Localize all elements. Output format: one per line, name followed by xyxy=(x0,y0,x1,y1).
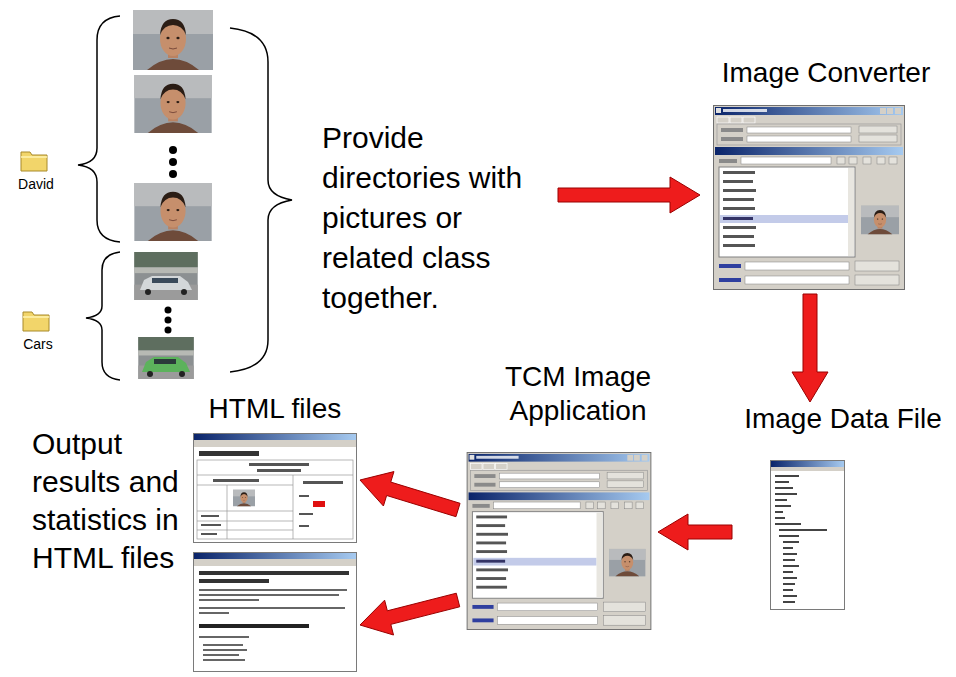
data-file-node: Image Data File xyxy=(732,402,954,614)
flow-arrow xyxy=(360,472,460,517)
car-photo xyxy=(145,289,151,295)
brace xyxy=(78,16,120,242)
step-text: Provide directories with pictures or rel… xyxy=(322,118,558,322)
step-text: Provide directories with pictures or rel… xyxy=(322,118,558,318)
ellipsis-dot xyxy=(165,327,172,334)
node-title: HTML files xyxy=(190,392,360,426)
html-output-node: HTML files xyxy=(190,392,360,674)
flow-arrow xyxy=(558,177,700,213)
ellipsis-dot xyxy=(169,146,177,154)
car-photo xyxy=(154,359,176,364)
flow-arrow xyxy=(360,593,460,635)
car-photo xyxy=(138,337,193,379)
car-photo xyxy=(179,371,185,377)
folder-icon xyxy=(21,152,47,171)
tcm-screenshot xyxy=(467,452,651,629)
converter-screenshot xyxy=(714,106,905,290)
photo-column xyxy=(133,10,213,379)
ellipsis-dot xyxy=(165,307,172,314)
car-photo xyxy=(142,357,190,372)
ellipsis-dot xyxy=(169,158,177,166)
brace xyxy=(230,28,292,372)
output-note: Output results and statistics in HTML fi… xyxy=(32,425,182,577)
car-photo xyxy=(140,276,192,290)
converter-node: Image Converter xyxy=(700,56,952,294)
car-photo xyxy=(147,371,153,377)
ellipsis-dot xyxy=(165,317,172,324)
node-title: TCM Image Application xyxy=(498,360,658,428)
folder-label: David xyxy=(12,176,60,193)
flow-arrow xyxy=(658,514,732,550)
david-folder xyxy=(21,152,47,171)
cars-folder xyxy=(23,312,49,331)
car-photo xyxy=(181,289,187,295)
ellipsis-dot xyxy=(169,170,177,178)
car-photo xyxy=(134,252,197,300)
face-photo xyxy=(134,75,211,133)
brace xyxy=(86,252,120,380)
html-screenshot xyxy=(194,553,357,672)
folder-label: Cars xyxy=(14,336,62,353)
car-photo xyxy=(152,278,178,283)
flow-arrow xyxy=(792,294,828,402)
face-photo xyxy=(134,183,211,241)
application-node: TCM Image Application xyxy=(458,360,658,632)
html-screenshot xyxy=(194,434,357,543)
node-title: Image Data File xyxy=(732,402,954,436)
face-photo xyxy=(133,10,213,70)
folder-icon xyxy=(23,312,49,331)
node-title: Image Converter xyxy=(700,56,952,90)
car-photo xyxy=(134,252,197,300)
car-photo xyxy=(138,337,193,379)
data-file-screenshot xyxy=(771,461,845,610)
